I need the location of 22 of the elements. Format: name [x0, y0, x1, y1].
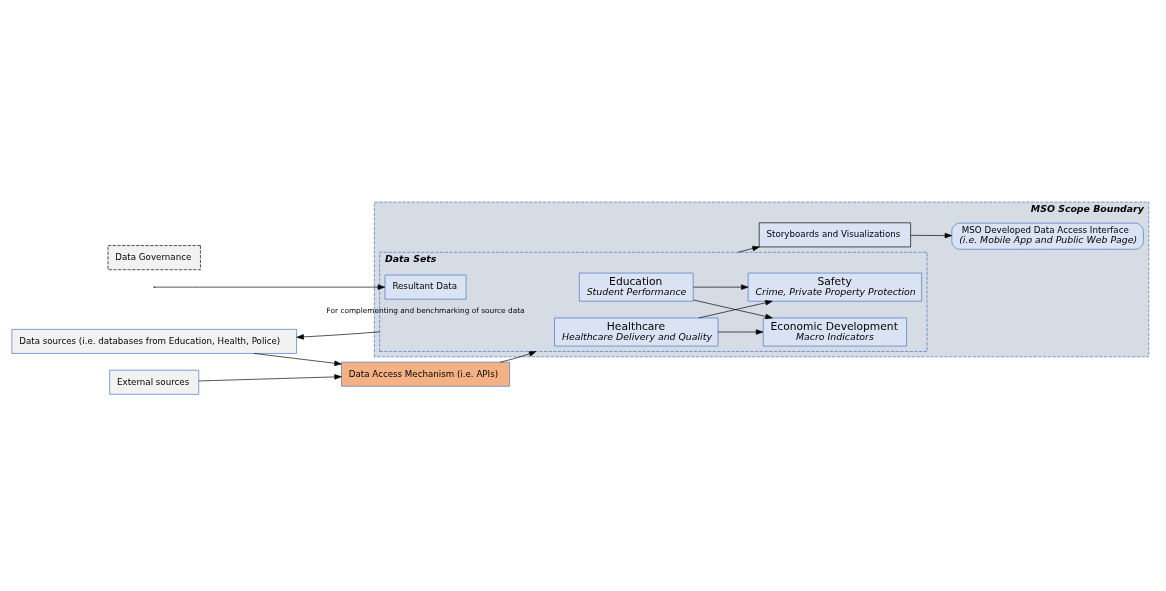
arrow	[910, 232, 953, 239]
arrow	[154, 284, 386, 290]
node-box: MSO Developed Data Access Interface (i.e. Mobile App and Public Web Page)	[951, 222, 1144, 250]
node-box: Data sources (i.e. databases from Education, Health, Police)	[11, 329, 297, 354]
arrow	[500, 351, 537, 363]
arrow	[693, 299, 773, 320]
arrow	[693, 284, 749, 290]
node-box: Resultant Data	[384, 274, 467, 300]
arrow	[737, 245, 760, 253]
node-box: Healthcare Healthcare Delivery and Quality	[554, 317, 719, 347]
arrow	[717, 329, 764, 335]
node-box: Safety Crime, Private Property Protection	[747, 272, 922, 302]
arrow	[698, 300, 773, 319]
node-box: Education Student Performance	[579, 272, 694, 302]
node-box: Data Governance	[107, 245, 201, 271]
node-box: Data Access Mechanism (i.e. APIs)	[341, 361, 510, 387]
node-box: Economic Development Macro Indicators	[762, 317, 907, 347]
arrow	[296, 331, 380, 340]
node-box: Storyboards and Visualizations	[758, 222, 911, 248]
arrow	[253, 353, 342, 366]
node-box: External sources	[109, 369, 200, 395]
arrow	[198, 374, 342, 382]
